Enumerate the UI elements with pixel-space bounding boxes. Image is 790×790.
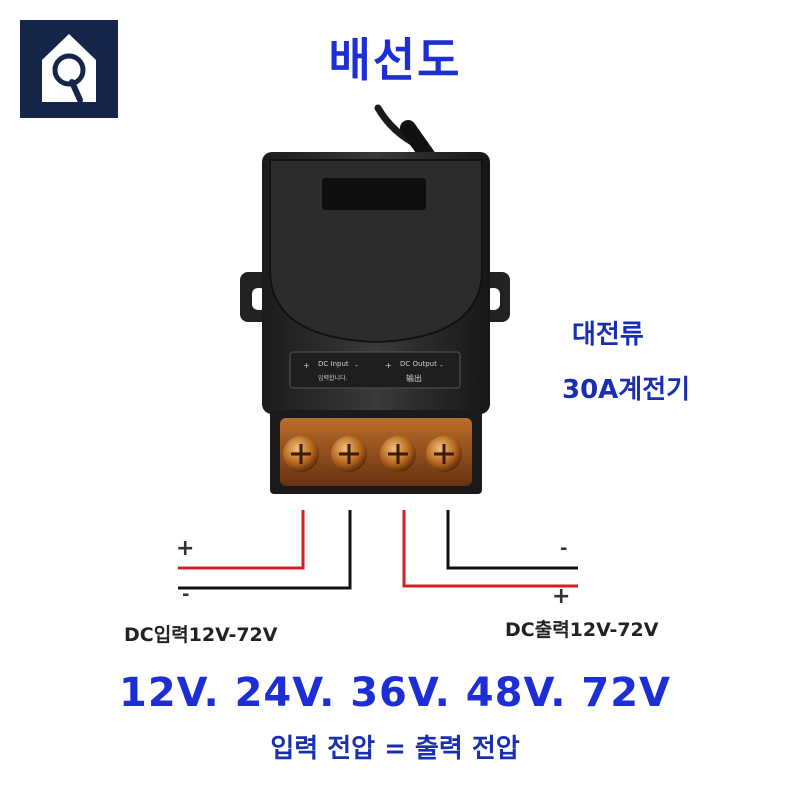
terminal-label-panel [289, 351, 461, 389]
input-voltage-label: DC입력12V-72V [124, 624, 278, 646]
product-label-line2: 30A계전기 [562, 375, 691, 405]
output-minus-sign: - [560, 538, 568, 559]
input-minus-sign: - [182, 584, 190, 605]
output-voltage-label: DC출력12V-72V [505, 619, 659, 641]
receiver-window [322, 178, 426, 210]
brand-logo [20, 20, 118, 118]
voltage-equation: 입력 전압 = 출력 전압 [270, 734, 520, 764]
panel-input-label: DC Input [318, 360, 349, 368]
input-plus-sign: + [176, 536, 195, 561]
terminal-cover [280, 418, 472, 486]
output-negative-wire [446, 510, 578, 570]
product-label-line1: 대전류 [572, 320, 644, 350]
output-positive-wire [402, 510, 578, 588]
product-label: 대전류 30A계전기 [540, 308, 720, 418]
output-plus-sign: + [552, 584, 571, 609]
page-title: 배선도 [328, 33, 462, 87]
input-negative-wire [178, 510, 352, 590]
panel-sign-4: - [440, 361, 443, 370]
panel-sign-1: + [303, 361, 310, 370]
panel-output-sub: 输出 [406, 373, 422, 383]
input-positive-wire [178, 510, 305, 570]
wires [178, 510, 578, 590]
supported-voltages: 12V. 24V. 36V. 48V. 72V [119, 670, 671, 716]
house-magnifier-icon [42, 34, 96, 103]
panel-input-sub: 입력합니다. [318, 374, 348, 382]
terminal-screws [283, 436, 462, 472]
panel-output-label: DC Output [400, 360, 437, 368]
panel-sign-2: - [355, 361, 358, 370]
panel-sign-3: + [385, 361, 392, 370]
